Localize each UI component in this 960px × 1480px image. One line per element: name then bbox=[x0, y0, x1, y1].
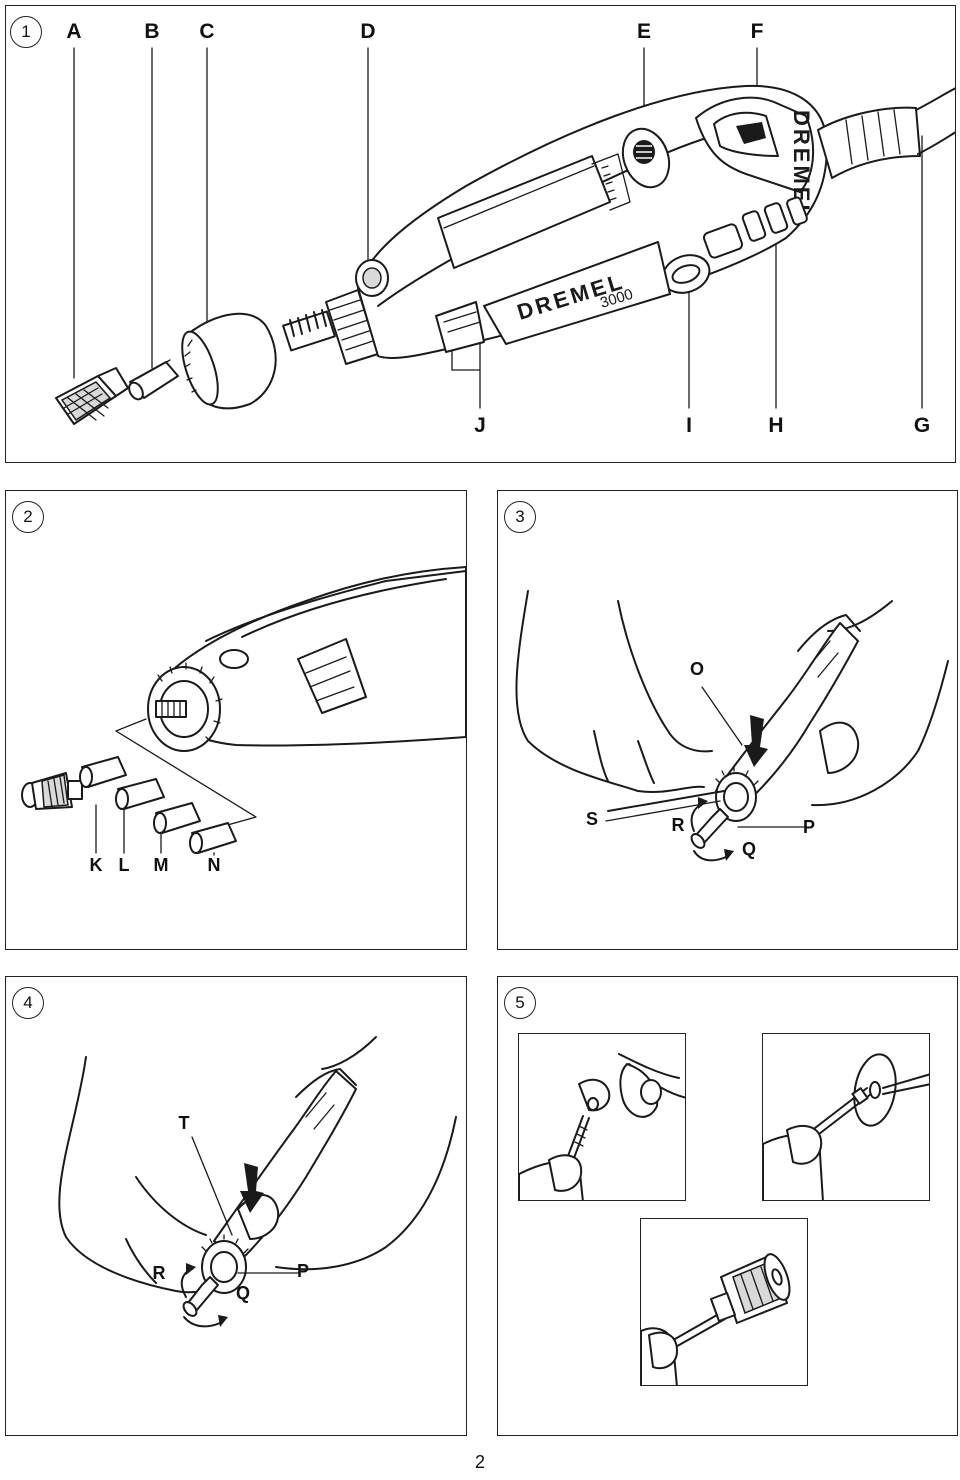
figure-number: 4 bbox=[12, 987, 44, 1019]
part-label-i: I bbox=[686, 414, 692, 437]
part-label-l: L bbox=[118, 855, 130, 875]
figure-number: 1 bbox=[10, 16, 42, 48]
part-label-g: G bbox=[913, 414, 931, 437]
part-label-p: P bbox=[802, 817, 816, 837]
part-label-h: H bbox=[768, 414, 784, 437]
part-label-n: N bbox=[207, 855, 221, 875]
part-label-p: P bbox=[296, 1261, 310, 1281]
figure-4-panel: 4 T R P Q bbox=[5, 976, 467, 1436]
figure-number: 5 bbox=[504, 987, 536, 1019]
figure-2-panel: 2 K L M N bbox=[5, 490, 467, 950]
part-label-o: O bbox=[689, 659, 705, 679]
figure-number: 2 bbox=[12, 501, 44, 533]
detail-keyless-chuck bbox=[640, 1218, 808, 1386]
part-label-r: R bbox=[671, 815, 685, 835]
detail-cutting-wheel-art bbox=[763, 1053, 929, 1200]
figure-1-panel: 1 A B C D E F G H I J bbox=[5, 5, 956, 463]
detail-cutting-wheel bbox=[762, 1033, 930, 1201]
part-label-q: Q bbox=[235, 1283, 251, 1303]
figure-5-panel: 5 bbox=[497, 976, 958, 1436]
part-label-b: B bbox=[144, 20, 160, 43]
part-label-k: K bbox=[89, 855, 103, 875]
accessory-set-illustration bbox=[21, 566, 466, 856]
part-label-j: J bbox=[474, 414, 486, 437]
page-number: 2 bbox=[474, 1452, 486, 1472]
collet-change-hands-illustration bbox=[515, 590, 949, 862]
part-label-t: T bbox=[178, 1113, 190, 1133]
part-label-d: D bbox=[360, 20, 376, 43]
figure-number: 3 bbox=[504, 501, 536, 533]
part-label-f: F bbox=[750, 20, 764, 43]
part-label-q: Q bbox=[741, 839, 757, 859]
part-label-s: S bbox=[585, 809, 599, 829]
part-label-m: M bbox=[153, 855, 169, 875]
part-label-r: R bbox=[152, 1263, 166, 1283]
detail-drill-bit-insertion bbox=[518, 1033, 686, 1201]
detail-drill-bit-art bbox=[519, 1053, 685, 1200]
rotary-tool-exploded-illustration: DREMEL DREMEL 3000 bbox=[55, 47, 955, 425]
bit-insertion-hands-illustration bbox=[58, 1036, 457, 1328]
part-label-a: A bbox=[66, 20, 82, 43]
detail-keyless-chuck-art bbox=[641, 1253, 791, 1385]
part-label-c: C bbox=[199, 20, 215, 43]
part-label-e: E bbox=[636, 20, 652, 43]
figure-3-panel: 3 O P Q R S bbox=[497, 490, 958, 950]
